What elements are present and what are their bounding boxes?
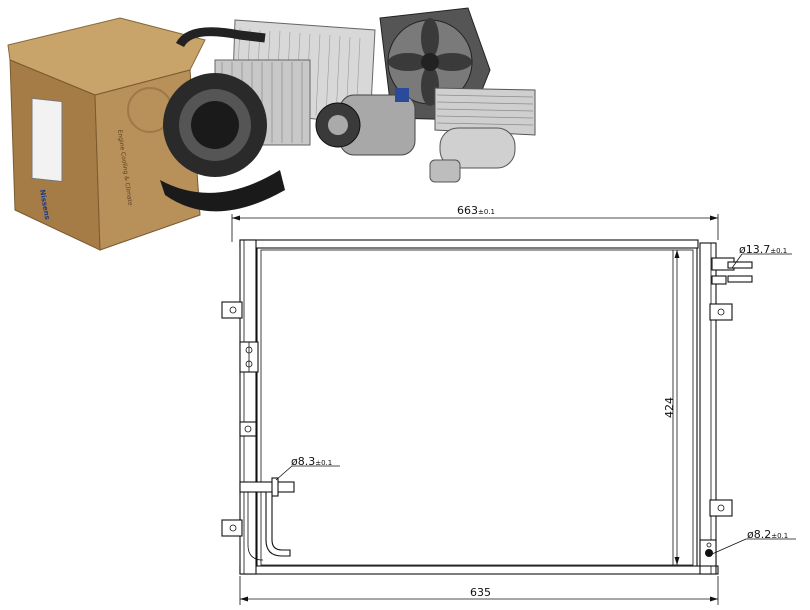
- dim-top-width-value: 663: [457, 204, 478, 217]
- heater-core-photo: [434, 87, 536, 136]
- left-mount-bracket-upper: [221, 301, 243, 319]
- svg-text:ø8.3±0.1: ø8.3±0.1: [291, 455, 332, 468]
- port-left-tolerance: ±0.1: [315, 459, 332, 467]
- compressor-photo: [315, 88, 416, 156]
- callout-port-bottom-right: ø8.2±0.1: [711, 528, 796, 555]
- left-pipe: [239, 477, 295, 561]
- dimension-top-width: 663±0.1: [231, 204, 719, 242]
- dimension-height: 424: [663, 250, 680, 565]
- svg-text:ø13.7±0.1: ø13.7±0.1: [739, 243, 787, 256]
- dim-height-value: 424: [663, 397, 676, 418]
- dryer-photo: [429, 127, 516, 183]
- port-left-value: ø8.3: [291, 455, 315, 468]
- svg-text:663±0.1: 663±0.1: [457, 204, 495, 217]
- condenser-core: [256, 245, 698, 570]
- header-bars: [239, 239, 719, 575]
- port-bottom-right-value: ø8.2: [747, 528, 771, 541]
- dimension-bottom-width: 635: [239, 576, 719, 605]
- port-top-right-tolerance: ±0.1: [770, 247, 787, 255]
- blower-photo: [160, 27, 311, 212]
- dim-top-width-tolerance: ±0.1: [478, 208, 495, 216]
- product-photo-collage: Nissens Engine Cooling & Climate: [7, 7, 536, 251]
- callout-port-left: ø8.3±0.1: [275, 455, 340, 481]
- svg-text:ø8.2±0.1: ø8.2±0.1: [747, 528, 788, 541]
- port-top-right-value: ø13.7: [739, 243, 770, 256]
- callout-port-top-right: ø13.7±0.1: [731, 243, 792, 269]
- right-mount-bracket-lower: [709, 499, 733, 517]
- right-tank: [699, 242, 753, 575]
- right-mount-bracket-upper: [709, 303, 733, 321]
- dim-bottom-width-value: 635: [470, 586, 491, 599]
- left-tank: [221, 239, 259, 575]
- port-bottom-right-tolerance: ±0.1: [771, 532, 788, 540]
- left-mount-bracket-lower: [221, 519, 243, 537]
